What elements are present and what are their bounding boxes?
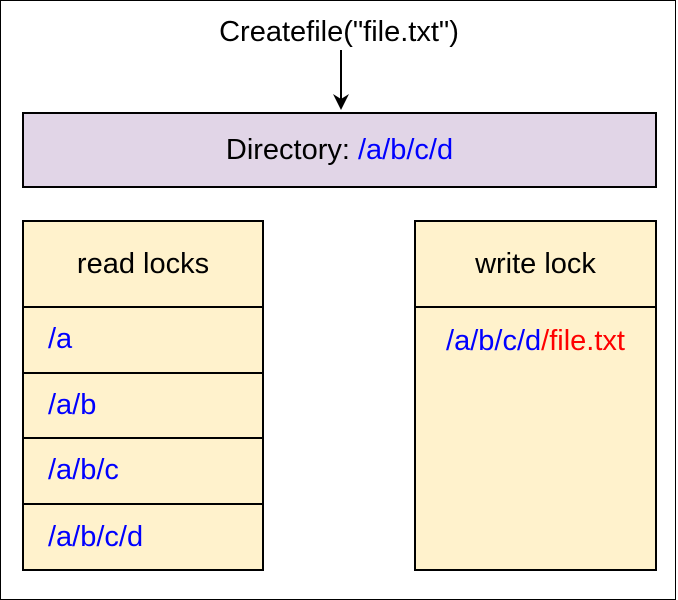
read-locks-header: read locks: [24, 222, 262, 308]
directory-label: Directory:: [225, 133, 350, 166]
down-arrow-icon: [333, 50, 349, 110]
createfile-call-label: Createfile("file.txt"): [219, 16, 459, 48]
write-lock-path-file: /file.txt: [541, 324, 625, 357]
read-lock-row: /a/b: [24, 374, 262, 439]
directory-box: Directory: /a/b/c/d: [22, 112, 657, 188]
directory-path: /a/b/c/d: [357, 133, 454, 166]
write-lock-header: write lock: [416, 222, 655, 308]
read-locks-table: read locks /a /a/b /a/b/c /a/b/c/d: [22, 220, 264, 571]
write-lock-row: /a/b/c/d/file.txt: [416, 308, 655, 374]
write-lock-table: write lock /a/b/c/d/file.txt: [414, 220, 657, 571]
read-lock-row: /a: [24, 308, 262, 374]
read-lock-row: /a/b/c/d: [48, 520, 144, 553]
read-lock-row: /a/b/c: [24, 439, 262, 505]
write-lock-path-base: /a/b/c/d: [446, 324, 542, 357]
